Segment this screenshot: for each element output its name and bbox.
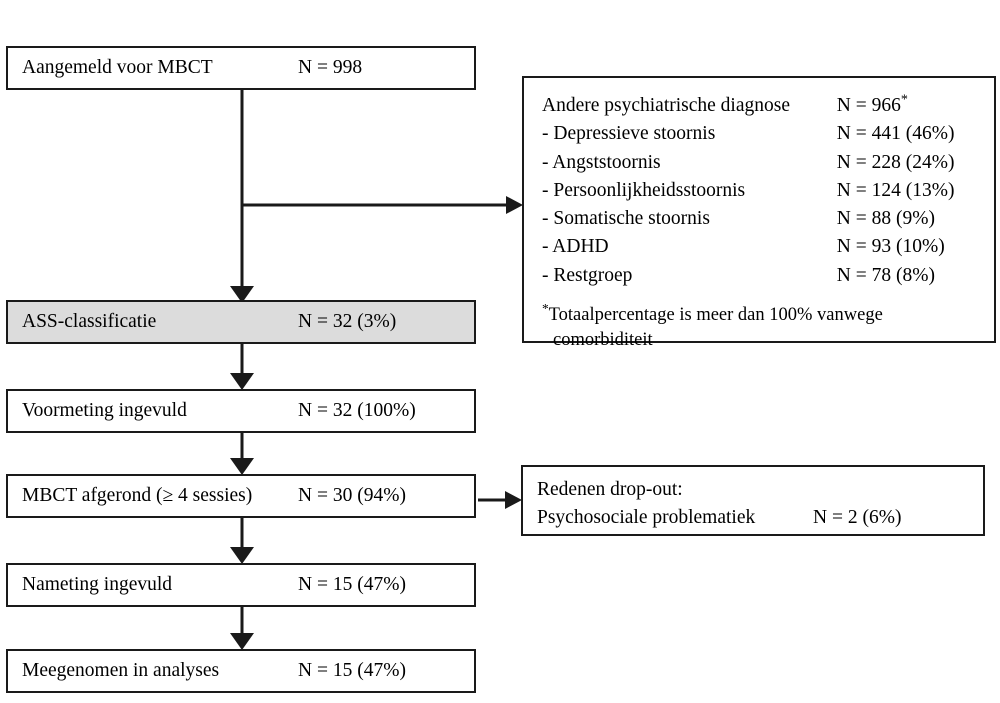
arrowhead-mbct [230, 458, 254, 475]
diagnosis-row-value: N = 124 (13%) [836, 179, 955, 201]
node-ass-classificatie-label: ASS-classificatie [22, 310, 157, 332]
diagnosis-row-value: N = 441 (46%) [836, 123, 955, 145]
asterisk-marker: * [900, 91, 908, 108]
diagnosis-row: - Depressieve stoornis N = 441 (46%) [542, 120, 994, 148]
node-aangemeld: Aangemeld voor MBCT N = 998 [6, 46, 476, 90]
dropout-title: Redenen drop-out: [537, 479, 683, 500]
diagnosis-row-label: - Depressieve stoornis [542, 123, 716, 145]
diagnosis-row: - Angststoornis N = 228 (24%) [542, 149, 994, 177]
diagnosis-row: Andere psychiatrische diagnose N = 966* [542, 92, 994, 120]
node-nameting-value: N = 15 (47%) [298, 573, 406, 595]
diagnosis-row: - Persoonlijkheidsstoornis N = 124 (13%) [542, 177, 994, 205]
arrowhead-nameting [230, 547, 254, 564]
diagnosis-row-value: N = 93 (10%) [836, 236, 945, 258]
diagnosis-row-label: Andere psychiatrische diagnose [542, 95, 790, 116]
node-mbct-afgerond-label: MBCT afgerond (≥ 4 sessies) [22, 484, 253, 506]
diagnosis-row-value: N = 78 (8%) [836, 264, 935, 286]
node-meegenomen-in-analyses: Meegenomen in analyses N = 15 (47%) [6, 649, 476, 693]
diagnosis-row: - Somatische stoornis N = 88 (9%) [542, 205, 994, 233]
arrowhead-voormeting [230, 373, 254, 390]
dropout-reason-label: Psychosociale problematiek [537, 507, 756, 529]
diagnosis-row-label: - Somatische stoornis [542, 208, 710, 230]
diagnosis-row: - Restgroep N = 78 (8%) [542, 262, 994, 290]
node-voormeting: Voormeting ingevuld N = 32 (100%) [6, 389, 476, 433]
node-andere-psychiatrische-diagnose: Andere psychiatrische diagnose N = 966* … [522, 76, 996, 350]
diagnosis-row-label: - Persoonlijkheidsstoornis [542, 179, 746, 201]
diagnosis-footnote: *Totaalpercentage is meer dan 100% vanwe… [542, 300, 962, 353]
node-ass-classificatie: ASS-classificatie N = 32 (3%) [6, 300, 476, 344]
arrowhead-dropout [505, 491, 522, 509]
node-mbct-afgerond-value: N = 30 (94%) [298, 484, 406, 506]
footnote-line-2: comorbiditeit [553, 329, 653, 350]
node-meegenomen-in-analyses-value: N = 15 (47%) [298, 659, 406, 681]
diagnosis-row-label: - Angststoornis [542, 151, 661, 173]
arrowhead-diagnosis [506, 196, 523, 214]
node-voormeting-label: Voormeting ingevuld [22, 399, 187, 421]
node-nameting-label: Nameting ingevuld [22, 573, 173, 595]
dropout-reason-value: N = 2 (6%) [813, 507, 902, 529]
diagnosis-row-label: - Restgroep [542, 264, 633, 286]
diagnosis-row-value: N = 228 (24%) [836, 151, 955, 173]
node-mbct-afgerond: MBCT afgerond (≥ 4 sessies) N = 30 (94%) [6, 474, 476, 518]
diagnosis-row-value: N = 966* [836, 91, 908, 116]
footnote-marker: * [542, 300, 549, 316]
arrowhead-analyses [230, 633, 254, 650]
diagnosis-row-label: - ADHD [542, 236, 609, 258]
diagnosis-row-value: N = 88 (9%) [836, 208, 935, 230]
node-voormeting-value: N = 32 (100%) [298, 399, 416, 421]
diagnosis-row: - ADHD N = 93 (10%) [542, 233, 994, 261]
node-meegenomen-in-analyses-label: Meegenomen in analyses [22, 659, 220, 681]
node-redenen-drop-out: Redenen drop-out: Psychosociale problema… [521, 465, 985, 536]
node-aangemeld-label: Aangemeld voor MBCT [22, 56, 213, 78]
dropout-row: Psychosociale problematiek N = 2 (6%) [537, 504, 983, 532]
node-ass-classificatie-value: N = 32 (3%) [298, 310, 397, 332]
footnote-line-1: Totaalpercentage is meer dan 100% vanweg… [548, 304, 883, 325]
node-nameting: Nameting ingevuld N = 15 (47%) [6, 563, 476, 607]
node-aangemeld-value: N = 998 [298, 56, 363, 78]
